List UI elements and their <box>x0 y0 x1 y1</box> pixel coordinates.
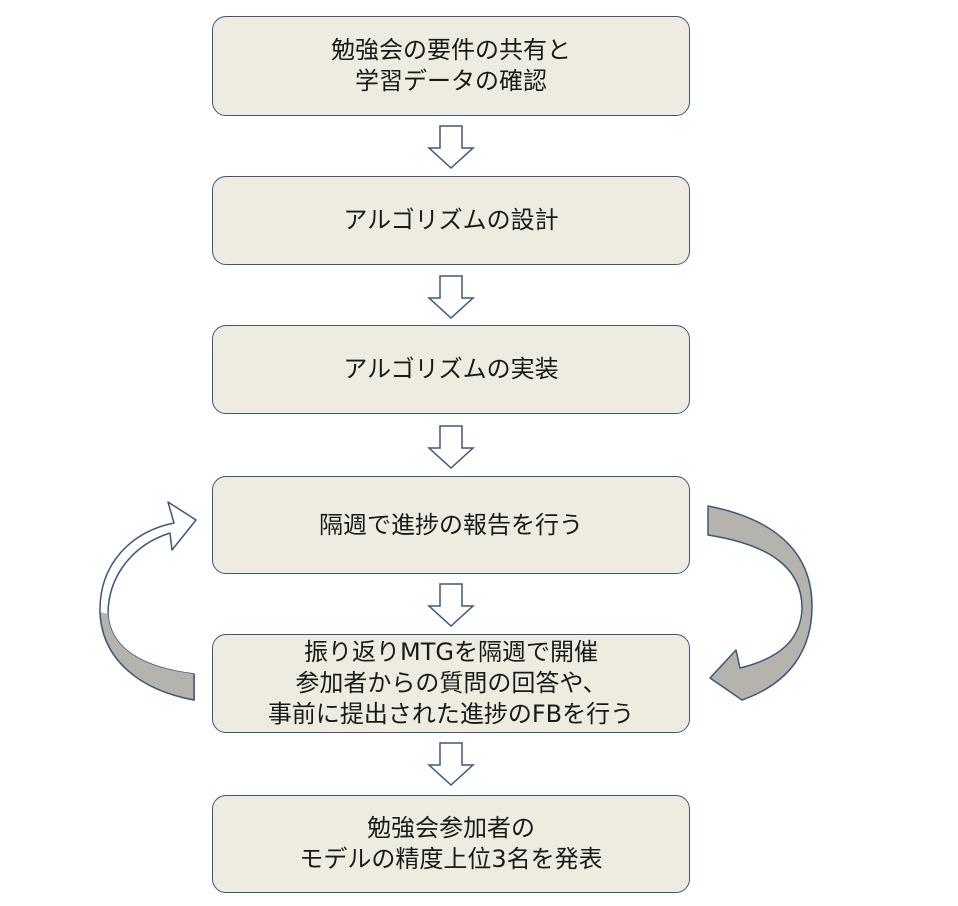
step-1-line-2: 学習データの確認 <box>355 67 547 95</box>
down-arrow-icon <box>427 425 475 470</box>
step-4-line-1: 隔週で進捗の報告を行う <box>319 510 583 539</box>
step-5-line-2: 参加者からの質問の回答や、 <box>295 669 607 697</box>
step-1-line-1: 勉強会の要件の共有と <box>331 36 571 64</box>
down-arrow-icon <box>427 275 475 320</box>
down-arrow-icon <box>427 583 475 628</box>
step-5-line-1: 振り返りMTGを隔週で開催 <box>304 638 598 666</box>
flow-step-4: 隔週で進捗の報告を行う <box>212 476 690 574</box>
flow-step-2: アルゴリズムの設計 <box>212 176 690 265</box>
flow-step-6: 勉強会参加者の モデルの精度上位3名を発表 <box>212 795 690 893</box>
down-arrow-icon <box>427 125 475 170</box>
step-6-line-2: モデルの精度上位3名を発表 <box>299 845 603 873</box>
step-6-line-1: 勉強会参加者の <box>367 814 535 842</box>
flow-step-5: 振り返りMTGを隔週で開催 参加者からの質問の回答や、 事前に提出された進捗のF… <box>212 634 690 733</box>
step-2-line-1: アルゴリズムの設計 <box>343 206 559 234</box>
flow-step-1: 勉強会の要件の共有と 学習データの確認 <box>212 16 690 116</box>
down-arrow-icon <box>427 742 475 787</box>
curved-arrow-outline <box>99 611 195 701</box>
step-5-line-3: 事前に提出された進捗のFBを行う <box>267 700 635 728</box>
curved-arrow-shading <box>100 612 194 700</box>
curved-feedback-arrow-right-icon <box>707 505 813 701</box>
flow-step-3: アルゴリズムの実装 <box>212 325 690 414</box>
step-3-line-1: アルゴリズムの実装 <box>343 355 559 383</box>
